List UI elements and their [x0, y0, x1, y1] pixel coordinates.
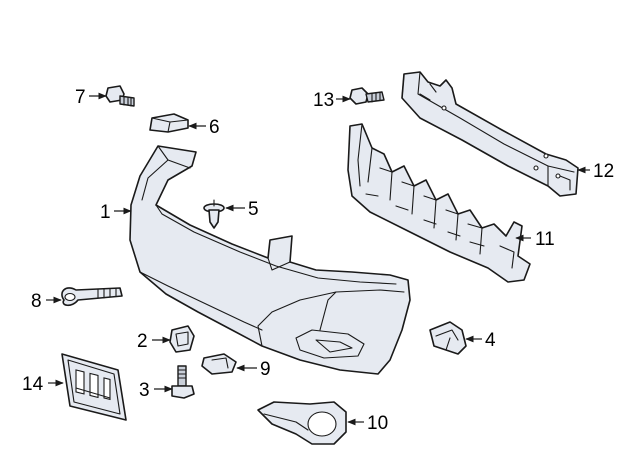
callout-9: 9: [260, 359, 271, 380]
energy-absorber-part: [347, 123, 531, 283]
bracket-part-4: [429, 321, 467, 355]
callout-10: 10: [367, 413, 388, 434]
bracket-part-9: [201, 353, 237, 375]
license-plate-bracket-part-14: [61, 353, 127, 421]
callout-11: 11: [535, 229, 555, 250]
callout-6: 6: [209, 117, 220, 138]
bracket-part-6: [149, 113, 189, 133]
callout-12: 12: [593, 161, 614, 182]
reinforcement-beam-part: [401, 71, 579, 197]
callout-4: 4: [485, 330, 496, 351]
bumper-cover-part: [129, 145, 411, 375]
tow-hook-part-8: [61, 287, 123, 307]
callout-5: 5: [248, 199, 259, 220]
push-clip-part-5: [203, 199, 225, 229]
callout-2: 2: [137, 331, 148, 352]
bolt-part-7: [105, 85, 135, 107]
callout-labels: 1 2 3 4 5 6 7 8 9 10 11 12 13 14: [22, 87, 614, 434]
fog-lamp-bezel-part-10: [257, 401, 347, 445]
callout-8: 8: [31, 291, 42, 312]
callout-14: 14: [22, 374, 44, 395]
bolt-part-3: [171, 365, 195, 399]
callout-3: 3: [139, 380, 150, 401]
callout-7: 7: [75, 87, 86, 108]
callout-13: 13: [313, 90, 334, 111]
leader-lines: [46, 92, 590, 426]
bolt-part-13: [349, 87, 385, 105]
retainer-part-2: [169, 325, 195, 353]
callout-1: 1: [100, 202, 111, 223]
